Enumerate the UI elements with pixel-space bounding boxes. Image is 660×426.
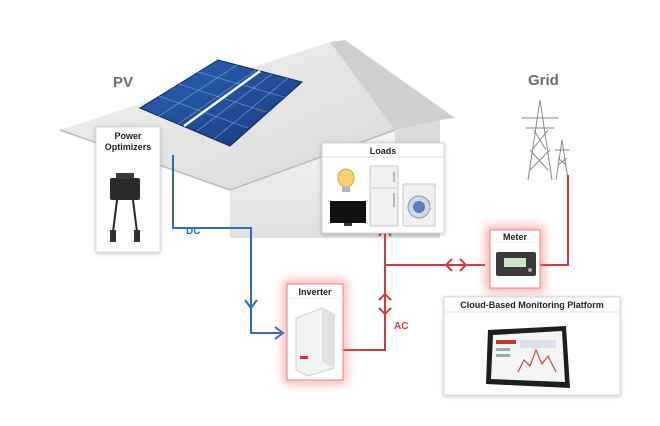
meter-title: Meter xyxy=(502,232,527,242)
loads-appliances xyxy=(330,165,436,227)
monitoring-title: Cloud-Based Monitoring Platform xyxy=(460,300,604,310)
grid-towers xyxy=(522,99,570,181)
meter-device xyxy=(496,252,536,276)
power-optimizers-title: Power Optimizers xyxy=(104,131,152,152)
pv-label: PV xyxy=(113,74,134,91)
monitoring-tablet xyxy=(486,326,570,388)
loads-title: Loads xyxy=(369,146,397,156)
ac-label: AC xyxy=(394,321,409,332)
power-optimizer-device xyxy=(110,173,140,242)
inverter-title: Inverter xyxy=(298,287,332,297)
solar-panel-array xyxy=(138,59,304,147)
ac-connection xyxy=(343,175,569,351)
dc-label: DC xyxy=(186,226,201,237)
inverter-device xyxy=(295,307,335,377)
grid-label: Grid xyxy=(528,72,559,89)
